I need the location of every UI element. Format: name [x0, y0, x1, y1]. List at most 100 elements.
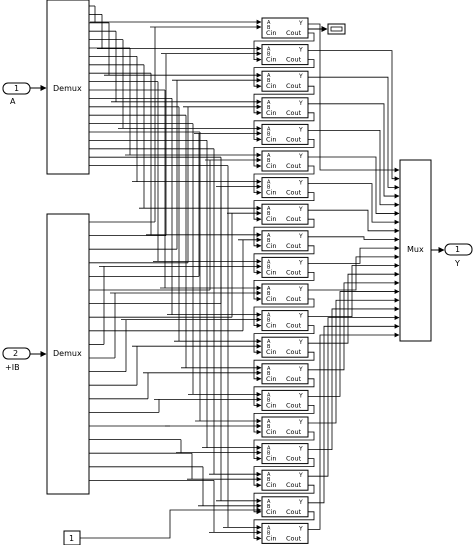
carry-chain-wire — [253, 351, 315, 382]
adder-output-wire — [308, 236, 400, 242]
outport-y-label: Y — [454, 259, 460, 268]
adder-output-wire — [308, 245, 400, 264]
adder-input-a-label: A — [267, 20, 271, 26]
adder-input-a-label: A — [267, 153, 271, 159]
adder-output-y-label: Y — [298, 259, 303, 266]
adder-carry-out-label: Cout — [286, 162, 302, 170]
inport-b-number: 2 — [13, 349, 18, 358]
demux-b[interactable]: Demux — [46, 213, 90, 495]
adder-carry-out-label: Cout — [286, 348, 302, 356]
terminator-icon[interactable] — [327, 23, 346, 35]
adder-output-wire — [308, 183, 400, 225]
adder-input-a-label: A — [267, 419, 271, 425]
adder-input-a-label: A — [267, 286, 271, 292]
adder-input-a-label: A — [267, 446, 271, 452]
adder-output-y-label: Y — [298, 180, 303, 187]
inport-b-label: +IB — [5, 363, 20, 372]
adder-input-b-label: B — [267, 397, 271, 403]
carry-chain-wire — [253, 192, 315, 222]
constant-block[interactable]: 1 — [63, 530, 81, 545]
adder-carry-out-label: Cout — [286, 189, 302, 197]
adder-carry-in-label: Cin — [266, 162, 276, 170]
adder-output-wire — [308, 76, 400, 190]
demux-a[interactable]: Demux — [46, 0, 90, 175]
adder-output-wire — [308, 50, 400, 182]
adder-carry-in-label: Cin — [266, 455, 276, 463]
adder-carry-in-label: Cin — [266, 295, 276, 303]
adder-carry-out-label: Cout — [286, 215, 302, 223]
adder-output-y-label: Y — [298, 472, 303, 479]
demux-a-label: Demux — [53, 84, 82, 93]
adder-output-y-label: Y — [298, 20, 303, 27]
inport-b[interactable]: 2 +IB — [2, 347, 31, 372]
adder-output-y-label: Y — [298, 525, 303, 532]
adder-input-a-label: A — [267, 233, 271, 239]
mux-label: Mux — [407, 245, 424, 254]
adder-output-wire — [308, 297, 400, 424]
carry-chain-wire — [253, 325, 315, 355]
adder-output-y-label: Y — [298, 366, 303, 373]
adder-carry-out-label: Cout — [286, 56, 302, 64]
adder-output-wire — [308, 209, 400, 234]
carry-chain-wire — [253, 85, 315, 116]
adder-input-b-label: B — [267, 424, 271, 430]
carry-chain-wire — [253, 404, 315, 435]
adder-carry-out-label: Cout — [286, 135, 302, 143]
adder-input-a-label: A — [267, 472, 271, 478]
adder-input-b-label: B — [267, 105, 271, 111]
adder-carry-in-label: Cin — [266, 189, 276, 197]
outport-y[interactable]: 1 Y — [444, 243, 473, 268]
carry-chain-wire — [253, 271, 315, 302]
adder-input-b-label: B — [267, 264, 271, 270]
adder-carry-out-label: Cout — [286, 481, 302, 489]
adder-input-b-label: B — [267, 451, 271, 457]
adder-input-b-label: B — [267, 238, 271, 244]
adder-input-a-label: A — [267, 73, 271, 79]
inport-a[interactable]: 1 A — [2, 82, 31, 106]
adder-carry-out-label: Cout — [286, 455, 302, 463]
adder-output-y-label: Y — [298, 499, 303, 506]
carry-chain-wire — [253, 511, 315, 541]
adder-input-a-label: A — [267, 206, 271, 212]
adder-output-wire — [308, 306, 400, 451]
adder-carry-in-label: Cin — [266, 109, 276, 117]
demux-b-label: Demux — [53, 349, 82, 358]
adder-output-y-label: Y — [298, 153, 303, 160]
adder-carry-out-label: Cout — [286, 109, 302, 117]
adder-input-a-label: A — [267, 126, 271, 132]
mux[interactable]: Mux — [399, 159, 432, 342]
full-adder-stack: ABCinYCoutABCinYCoutABCinYCoutABCinYCout… — [261, 17, 309, 544]
adder-output-wire — [308, 263, 400, 318]
adder-carry-out-label: Cout — [286, 508, 302, 516]
adder-output-y-label: Y — [298, 419, 303, 426]
adder-input-a-label: A — [267, 525, 271, 531]
adder-output-y-label: Y — [298, 339, 303, 346]
adder-input-a-label: A — [267, 392, 271, 398]
adder-input-b-label: B — [267, 131, 271, 137]
carry-chain-wire — [253, 431, 315, 462]
carry-chain-wire — [253, 484, 315, 515]
adder-input-b-label: B — [267, 185, 271, 191]
adder-input-b-label: B — [267, 291, 271, 297]
adder-output-y-label: Y — [298, 73, 303, 80]
